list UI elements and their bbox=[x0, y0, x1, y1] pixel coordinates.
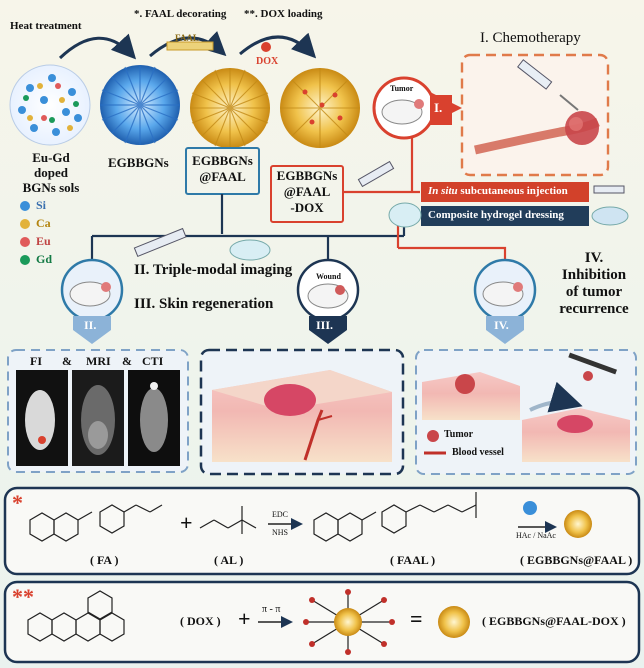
fa-label: ( FA ) bbox=[90, 553, 119, 567]
roman-1-shape bbox=[430, 95, 452, 125]
fi-label: FI bbox=[30, 354, 42, 368]
mouse-badge-2 bbox=[60, 258, 124, 322]
pipi-label: π - π bbox=[262, 604, 281, 615]
step-dox: **. DOX loading bbox=[244, 8, 323, 20]
amp-2: & bbox=[122, 354, 132, 368]
mouse-badge-3 bbox=[296, 258, 360, 322]
chemotherapy-title: I. Chemotherapy bbox=[480, 30, 581, 46]
faal-arrow bbox=[149, 30, 227, 58]
ca-dot bbox=[20, 219, 30, 229]
sol-sphere bbox=[9, 64, 91, 146]
gd-dot bbox=[20, 255, 30, 265]
scalpel-icon bbox=[568, 352, 617, 375]
eu-dot bbox=[20, 237, 30, 247]
product-1-label: ( EGBBGNs@FAAL ) bbox=[520, 553, 633, 567]
dox-arrow bbox=[239, 32, 317, 59]
hydrogel-icon bbox=[591, 206, 629, 226]
nhs-label: NHS bbox=[272, 528, 289, 537]
tumor-legend-icon bbox=[427, 430, 439, 442]
bgn-small-icon bbox=[523, 501, 537, 515]
plus-2: + bbox=[238, 606, 251, 631]
tumor-mouse-badge-top bbox=[372, 76, 436, 140]
roman-4-label: IV. bbox=[494, 318, 509, 332]
injection-label: In situ subcutaneous injection bbox=[428, 185, 568, 197]
reaction1-panel bbox=[3, 486, 641, 576]
tumor-legend: Tumor bbox=[444, 429, 474, 440]
syringe-mid-icon bbox=[357, 160, 395, 188]
hydrogel-piece bbox=[388, 202, 422, 228]
al-label: ( AL ) bbox=[214, 553, 244, 567]
reaction1-star: * bbox=[12, 490, 23, 515]
egbbgns-faal-dox-label: EGBBGNs@FAAL-DOX bbox=[276, 168, 338, 215]
legend-si: Si bbox=[36, 198, 47, 212]
fa-molecule bbox=[29, 504, 163, 542]
roman-2-label: II. bbox=[84, 318, 97, 332]
wound-region bbox=[264, 384, 316, 416]
hydrogel-label: Composite hydrogel dressing bbox=[428, 209, 564, 221]
dox-molecule bbox=[27, 590, 125, 642]
egbbgns-label: EGBBGNs bbox=[108, 155, 169, 170]
vessel-legend: Blood vessel bbox=[452, 447, 504, 458]
tumor-blob bbox=[565, 111, 599, 145]
reaction2-star: ** bbox=[12, 584, 34, 609]
syringe-left-icon bbox=[133, 227, 187, 258]
mri-label: MRI bbox=[86, 354, 111, 368]
si-dot bbox=[20, 201, 30, 211]
step-heat: Heat treatment bbox=[10, 20, 82, 32]
imaging-label: II. Triple-modal imaging bbox=[134, 262, 293, 278]
skin-label: III. Skin regeneration bbox=[134, 296, 274, 312]
tumor-word-top: Tumor bbox=[390, 84, 414, 93]
plus-1: + bbox=[180, 510, 193, 535]
edc-label: EDC bbox=[272, 510, 288, 519]
cti-label: CTI bbox=[142, 354, 164, 368]
roman-1-label: I. bbox=[434, 100, 443, 115]
syringe-icon bbox=[517, 59, 579, 111]
mouse-badge-4 bbox=[473, 258, 537, 322]
product-sphere-2 bbox=[438, 606, 470, 638]
dox-label: ( DOX ) bbox=[180, 614, 221, 628]
legend-gd: Gd bbox=[36, 252, 53, 266]
al-molecule bbox=[199, 506, 257, 534]
equals-sign: = bbox=[410, 606, 423, 631]
hydrogel-banner bbox=[421, 206, 589, 226]
legend-ca: Ca bbox=[36, 216, 51, 230]
dox-box bbox=[270, 165, 344, 223]
egbbgns-faal-sphere bbox=[190, 68, 270, 148]
faal-molecule bbox=[313, 492, 477, 542]
faal-label: ( FAAL ) bbox=[390, 553, 436, 567]
hac-label: HAc / NaAc bbox=[516, 531, 556, 540]
mini-syringe-icon bbox=[593, 185, 625, 194]
step-faal: *. FAAL decorating bbox=[134, 8, 227, 20]
dox-tag: DOX bbox=[256, 56, 279, 67]
wound-word: Wound bbox=[316, 272, 341, 281]
legend-eu: Eu bbox=[36, 234, 51, 248]
injection-banner bbox=[421, 182, 589, 202]
roman-3-tab bbox=[309, 316, 347, 344]
hydrogel-mid bbox=[229, 239, 271, 261]
dox-loaded-particle bbox=[303, 589, 395, 655]
egbbgns-sphere bbox=[100, 65, 180, 145]
product-2-label: ( EGBBGNs@FAAL-DOX ) bbox=[482, 614, 626, 628]
roman-2-tab bbox=[73, 316, 111, 344]
egbbgns-faal-label: EGBBGNs@FAAL bbox=[192, 153, 253, 184]
product-sphere-1 bbox=[564, 510, 592, 538]
heat-arrow bbox=[58, 33, 137, 60]
egbbgns-faal-dox-sphere bbox=[280, 68, 360, 148]
faal-strip bbox=[166, 41, 214, 51]
dox-dot bbox=[261, 42, 271, 52]
roman-3-label: III. bbox=[316, 318, 334, 332]
roman-4-tab bbox=[486, 316, 524, 344]
amp-1: & bbox=[62, 354, 72, 368]
faal-tag: FAAL bbox=[175, 33, 199, 43]
